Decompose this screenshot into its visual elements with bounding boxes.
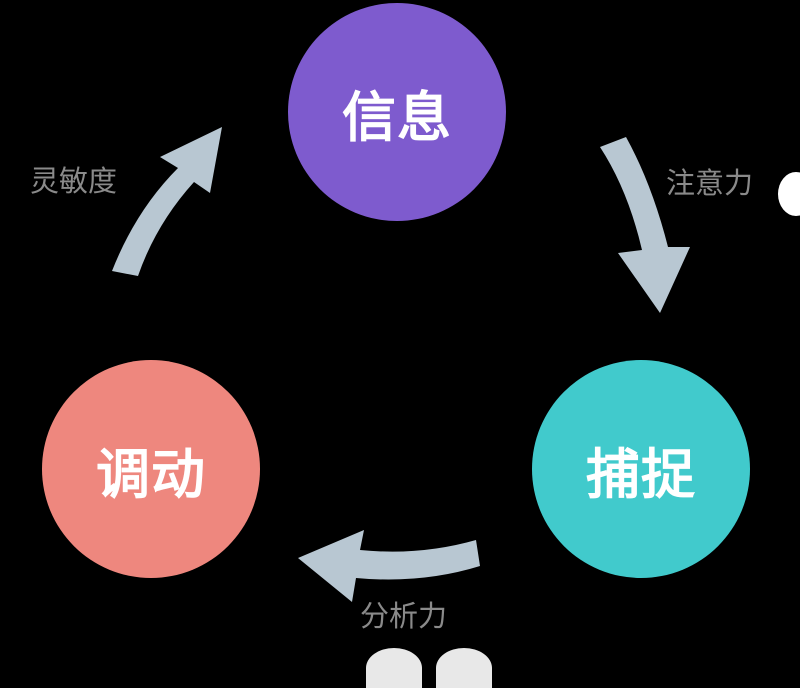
cycle-diagram: 信息 捕捉 调动 注意力 分析力 灵敏度: [30, 3, 800, 688]
arrow-attention: [600, 137, 690, 313]
arrow-analysis: [298, 530, 480, 602]
bottom-decoration-right: [436, 648, 492, 688]
node-info: 信息: [288, 3, 506, 221]
cycle-arrows: [112, 127, 690, 602]
edge-label-sensitivity: 灵敏度: [30, 164, 118, 198]
node-info-label: 信息: [342, 85, 452, 149]
edge-label-attention: 注意力: [666, 166, 754, 200]
node-capture: 捕捉: [532, 360, 750, 578]
bottom-decoration-left: [366, 648, 422, 688]
node-mobilize-label: 调动: [96, 442, 206, 506]
node-mobilize: 调动: [42, 360, 260, 578]
node-capture-label: 捕捉: [586, 442, 696, 506]
edge-label-analysis: 分析力: [360, 599, 448, 633]
arrow-sensitivity: [112, 127, 222, 276]
edge-decoration: [778, 172, 800, 216]
